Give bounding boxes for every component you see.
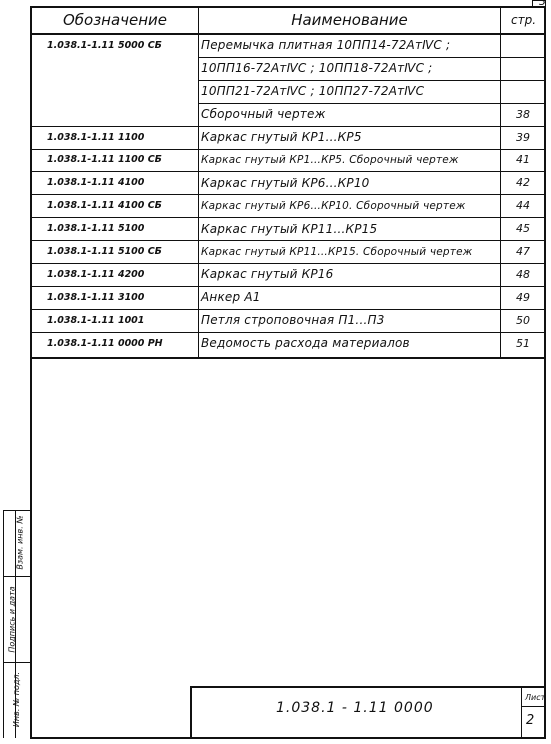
row-page: 42 <box>516 176 530 190</box>
row-name: Анкер А1 <box>201 290 261 305</box>
strip-top-line <box>3 510 30 511</box>
strip-divider-2 <box>3 662 30 663</box>
row-page: 50 <box>516 313 530 327</box>
row-page: 48 <box>516 267 530 281</box>
row-separator <box>30 240 546 242</box>
row-name: 10ПП16-72АтⅣС ; 10ПП18-72АтⅣС ; <box>201 61 433 76</box>
title-block-top <box>190 686 546 688</box>
row-designation: 1.038.1-1.11 5100 СБ <box>47 246 162 258</box>
row-page: 51 <box>516 336 530 350</box>
row-separator <box>30 171 546 173</box>
row-page: 45 <box>516 222 530 236</box>
row-page <box>505 80 541 103</box>
header-line <box>30 33 546 35</box>
row-page: 44 <box>516 199 530 213</box>
row-page: 38 <box>516 107 530 121</box>
row-name: Каркас гнутый КР11...КР15. Сборочный чер… <box>201 245 473 258</box>
row-designation: 1.038.1-1.11 4200 <box>47 268 145 280</box>
row-name: Перемычка плитная 10ПП14-72АтⅣС ; <box>201 38 451 53</box>
row-designation: 1.038.1-1.11 4100 <box>47 177 145 189</box>
inv-orig-label: Инв. № подл. <box>12 671 22 728</box>
row-name: Сборочный чертеж <box>201 107 326 122</box>
side-approval-strip: Взам. инв. № Подпись и дата Инв. № подл. <box>3 510 30 738</box>
row-designation: 1.038.1-1.11 1100 <box>47 131 145 143</box>
row-separator <box>30 148 546 150</box>
row-name: Петля строповочная П1...П3 <box>201 313 385 328</box>
row-designation: 1.038.1-1.11 5100 <box>47 223 145 235</box>
row-separator <box>30 331 546 333</box>
row-name: Ведомость расхода материалов <box>201 336 410 351</box>
row-separator <box>199 56 546 58</box>
row-name: Каркас гнутый КР16 <box>201 267 334 282</box>
row-designation <box>47 80 195 103</box>
sign-date-label: Подпись и дата <box>7 586 17 653</box>
row-designation: 1.038.1-1.11 1001 <box>47 314 145 326</box>
row-page: 47 <box>516 245 530 259</box>
document-code: 1.038.1 - 1.11 0000 <box>276 700 434 716</box>
header-designation: Обозначение <box>62 11 168 29</box>
row-separator <box>199 79 546 81</box>
row-designation: 1.038.1-1.11 0000 РН <box>47 337 163 349</box>
row-name: Каркас гнутый КР1...КР5. Сборочный черте… <box>201 153 459 166</box>
title-block-sheet-line <box>521 706 546 707</box>
row-page: 39 <box>516 130 530 144</box>
row-designation: 1.038.1-1.11 1100 СБ <box>47 154 162 166</box>
row-name: Каркас гнутый КР6...КР10. Сборочный черт… <box>201 199 466 212</box>
strip-mid-line <box>15 510 16 738</box>
row-designation: 1.038.1-1.11 3100 <box>47 291 145 303</box>
row-separator <box>30 263 546 264</box>
corner-number: 3 <box>539 0 546 8</box>
row-separator <box>30 217 546 219</box>
corner-box <box>532 0 546 8</box>
header-name: Наименование <box>291 11 408 29</box>
row-separator <box>30 285 546 287</box>
row-name: Каркас гнутый КР1...КР5 <box>201 130 362 145</box>
sheet-number: 2 <box>526 713 535 728</box>
row-separator <box>199 102 546 104</box>
replace-inv-label: Взам. инв. № <box>15 515 25 570</box>
row-designation <box>47 103 195 126</box>
title-block-left <box>190 686 192 739</box>
row-page: 49 <box>516 290 530 304</box>
strip-divider-1 <box>3 576 30 577</box>
table-bottom-line <box>30 357 546 359</box>
row-page <box>505 34 541 57</box>
row-separator <box>30 308 546 310</box>
row-name: 10ПП21-72АтⅣС ; 10ПП27-72АтⅣС <box>201 84 425 99</box>
col-divider-2 <box>500 6 501 357</box>
sheet-label: Лист <box>525 693 546 702</box>
row-designation <box>47 57 195 80</box>
title-block-sheet-divider <box>521 686 522 739</box>
header-page: стр. <box>510 13 537 27</box>
row-page <box>505 57 541 80</box>
row-name: Каркас гнутый КР6...КР10 <box>201 175 370 190</box>
row-designation: 1.038.1-1.11 5000 СБ <box>47 39 162 51</box>
col-divider-1 <box>198 6 199 357</box>
row-separator <box>30 194 546 196</box>
row-page: 41 <box>516 153 530 167</box>
row-designation: 1.038.1-1.11 4100 СБ <box>47 200 162 212</box>
strip-left-line <box>3 510 4 738</box>
row-name: Каркас гнутый КР11...КР15 <box>201 221 378 236</box>
sheet-frame <box>30 6 546 739</box>
row-separator <box>30 125 546 127</box>
